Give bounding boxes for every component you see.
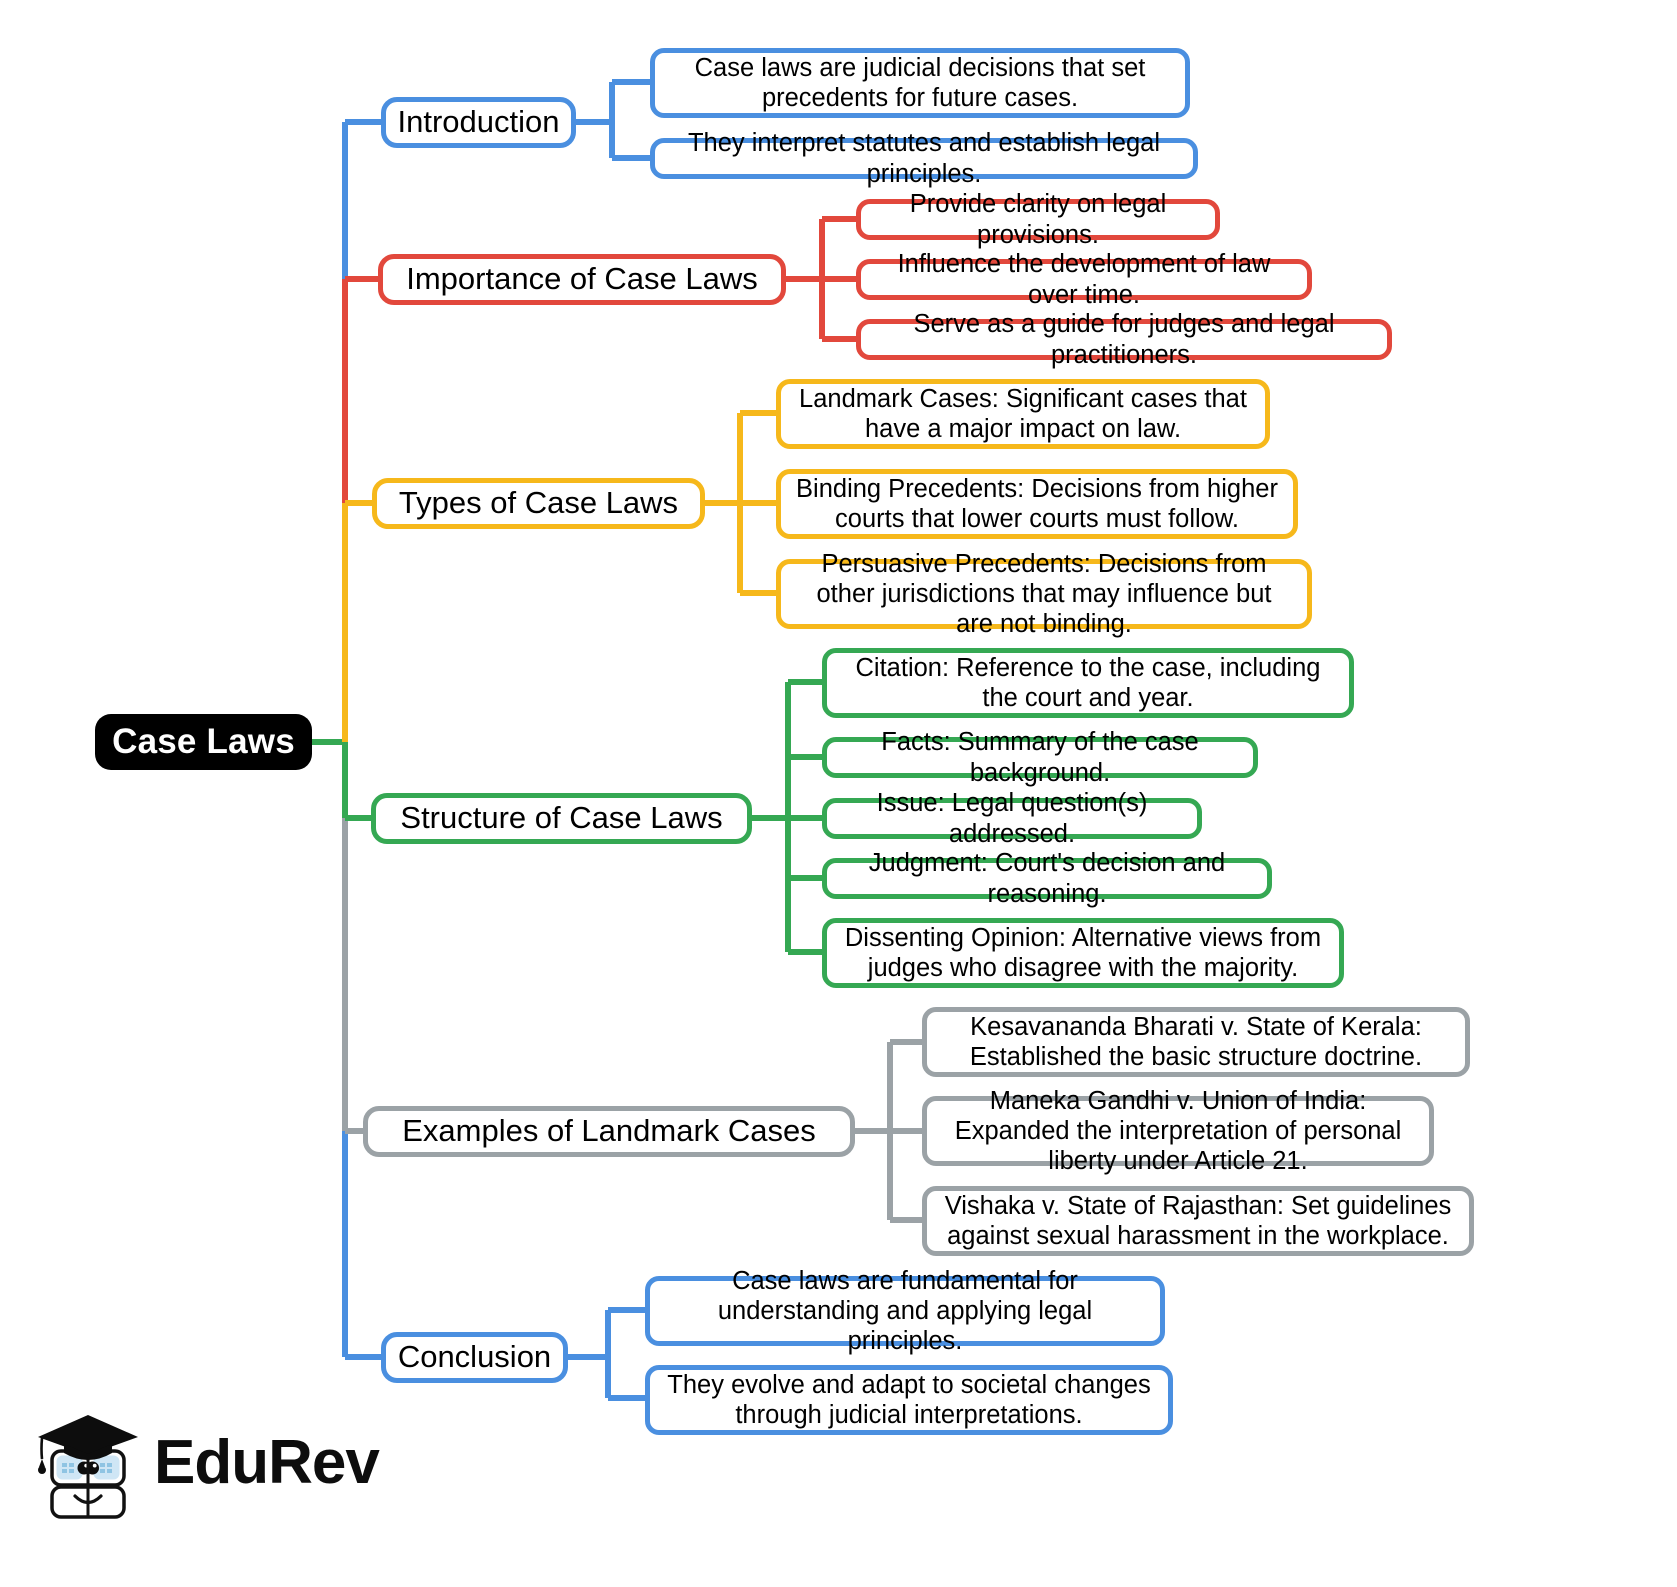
branch-node-structure-of-case-laws[interactable]: Structure of Case Laws bbox=[371, 793, 752, 844]
leaf-label: Landmark Cases: Significant cases that h… bbox=[799, 384, 1247, 443]
root-node[interactable]: Case Laws bbox=[95, 714, 312, 770]
leaf-label: Persuasive Precedents: Decisions from ot… bbox=[816, 549, 1272, 639]
branch-node-importance-of-case-laws[interactable]: Importance of Case Laws bbox=[378, 254, 786, 305]
leaf-node[interactable]: Persuasive Precedents: Decisions from ot… bbox=[776, 550, 1312, 638]
leaf-label: Influence the development of law over ti… bbox=[897, 250, 1271, 309]
leaf-label: Facts: Summary of the case background. bbox=[881, 728, 1199, 787]
leaf-label: Issue: Legal question(s) addressed. bbox=[876, 789, 1148, 848]
leaf-node[interactable]: Kesavananda Bharati v. State of Kerala: … bbox=[922, 1007, 1470, 1077]
leaf-node[interactable]: Facts: Summary of the case background. bbox=[822, 728, 1258, 787]
leaf-label: Case laws are fundamental for understand… bbox=[717, 1266, 1093, 1356]
branch-node-types-of-case-laws[interactable]: Types of Case Laws bbox=[372, 478, 705, 529]
leaf-node[interactable]: Case laws are judicial decisions that se… bbox=[650, 48, 1190, 118]
leaf-node[interactable]: Case laws are fundamental for understand… bbox=[645, 1267, 1165, 1355]
leaf-label: Vishaka v. State of Rajasthan: Set guide… bbox=[944, 1191, 1452, 1250]
branch-node-conclusion[interactable]: Conclusion bbox=[381, 1332, 568, 1383]
leaf-node[interactable]: They interpret statutes and establish le… bbox=[650, 129, 1198, 188]
leaf-node[interactable]: Binding Precedents: Decisions from highe… bbox=[776, 469, 1298, 539]
leaf-node[interactable]: Influence the development of law over ti… bbox=[856, 250, 1312, 309]
leaf-node[interactable]: Dissenting Opinion: Alternative views fr… bbox=[822, 918, 1344, 988]
leaf-node[interactable]: Judgment: Court's decision and reasoning… bbox=[822, 849, 1272, 908]
leaf-node[interactable]: They evolve and adapt to societal change… bbox=[645, 1365, 1173, 1435]
branch-node-introduction[interactable]: Introduction bbox=[381, 97, 576, 148]
branch-label: Importance of Case Laws bbox=[406, 261, 758, 297]
leaf-node[interactable]: Vishaka v. State of Rajasthan: Set guide… bbox=[922, 1186, 1474, 1256]
leaf-label: Provide clarity on legal provisions. bbox=[909, 190, 1167, 249]
leaf-node[interactable]: Landmark Cases: Significant cases that h… bbox=[776, 379, 1270, 449]
leaf-label: Binding Precedents: Decisions from highe… bbox=[796, 474, 1278, 533]
leaf-node[interactable]: Issue: Legal question(s) addressed. bbox=[822, 789, 1202, 848]
edurev-logo: EduRev bbox=[34, 1398, 380, 1528]
leaf-label: Kesavananda Bharati v. State of Kerala: … bbox=[969, 1012, 1423, 1071]
branch-node-examples-of-landmark-cases[interactable]: Examples of Landmark Cases bbox=[363, 1106, 855, 1157]
leaf-label: They evolve and adapt to societal change… bbox=[667, 1370, 1151, 1429]
branch-label: Types of Case Laws bbox=[398, 485, 679, 521]
leaf-node[interactable]: Serve as a guide for judges and legal pr… bbox=[856, 310, 1392, 369]
leaf-label: Case laws are judicial decisions that se… bbox=[694, 53, 1146, 112]
branch-label: Examples of Landmark Cases bbox=[402, 1113, 816, 1149]
branch-label: Introduction bbox=[397, 104, 560, 140]
edurev-logo-text: EduRev bbox=[154, 1428, 380, 1497]
leaf-label: Maneka Gandhi v. Union of India: Expande… bbox=[954, 1086, 1402, 1176]
root-node-label: Case Laws bbox=[112, 722, 295, 762]
leaf-node[interactable]: Citation: Reference to the case, includi… bbox=[822, 648, 1354, 718]
leaf-node[interactable]: Provide clarity on legal provisions. bbox=[856, 190, 1220, 249]
branch-label: Conclusion bbox=[397, 1339, 552, 1375]
leaf-label: Serve as a guide for judges and legal pr… bbox=[913, 310, 1335, 369]
leaf-label: Dissenting Opinion: Alternative views fr… bbox=[844, 923, 1322, 982]
leaf-label: Judgment: Court's decision and reasoning… bbox=[868, 849, 1226, 908]
leaf-label: Citation: Reference to the case, includi… bbox=[855, 653, 1321, 712]
leaf-node[interactable]: Maneka Gandhi v. Union of India: Expande… bbox=[922, 1087, 1434, 1175]
graduation-cap-book-icon bbox=[38, 1415, 138, 1519]
leaf-label: They interpret statutes and establish le… bbox=[687, 129, 1161, 188]
branch-label: Structure of Case Laws bbox=[400, 800, 723, 836]
